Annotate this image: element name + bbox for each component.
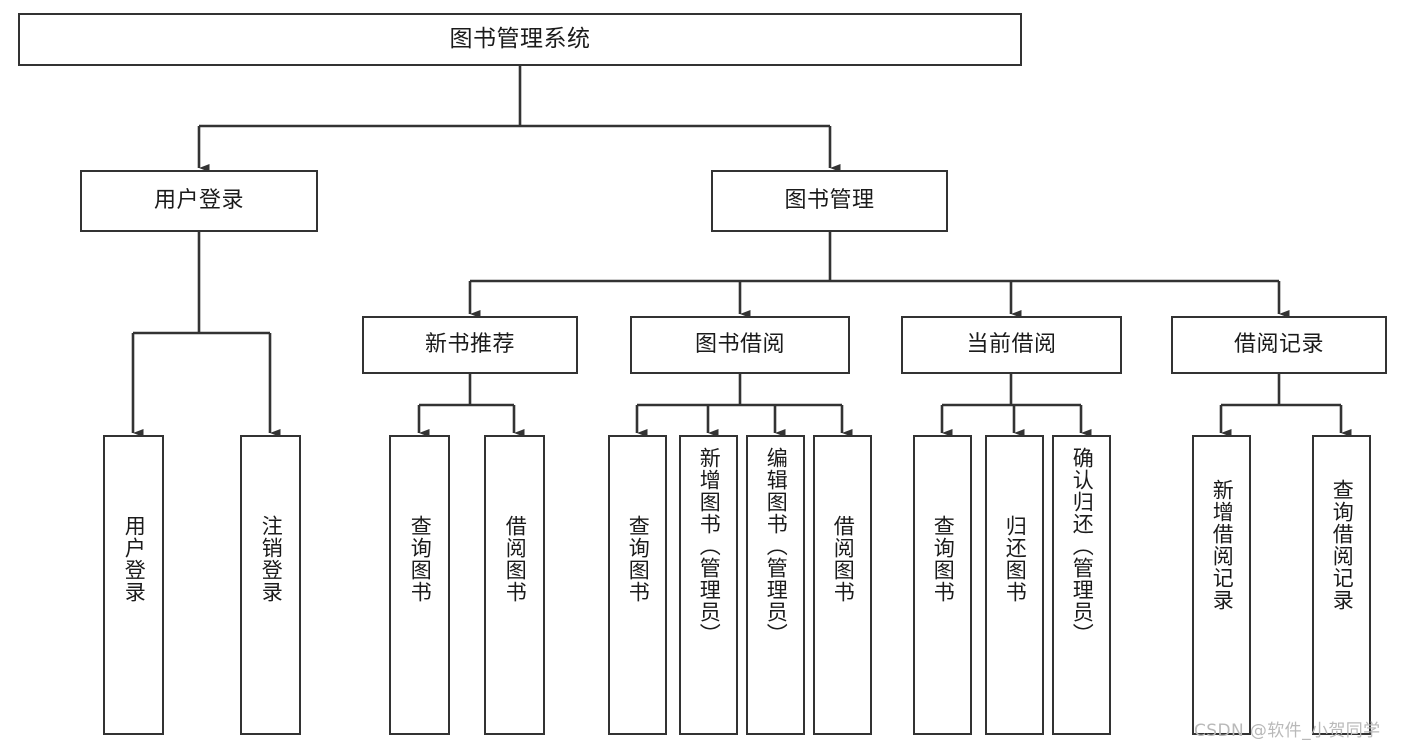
node-leaf-add-book-label: 新增图书（管理员） (697, 447, 722, 645)
node-leaf-query-book-current[interactable]: 查询图书 (913, 435, 972, 735)
node-leaf-borrow-book[interactable]: 借阅图书 (813, 435, 872, 735)
node-leaf-query-book-current-label: 查询图书 (931, 515, 956, 603)
node-new-book-recommend-label: 新书推荐 (424, 331, 515, 357)
node-leaf-borrow-book-label: 借阅图书 (831, 515, 856, 603)
node-leaf-user-login-label: 用户登录 (122, 515, 147, 603)
node-leaf-add-book[interactable]: 新增图书（管理员） (679, 435, 738, 735)
node-leaf-return-book-label: 归还图书 (1003, 515, 1028, 603)
node-leaf-confirm-return[interactable]: 确认归还（管理员） (1052, 435, 1111, 735)
csdn-watermark: CSDN @软件_小贺同学 (1194, 721, 1381, 741)
node-borrow-record-label: 借阅记录 (1233, 331, 1324, 357)
node-leaf-edit-book-label: 编辑图书（管理员） (764, 447, 789, 645)
node-root-label: 图书管理系统 (449, 25, 591, 52)
node-borrow-record[interactable]: 借阅记录 (1171, 316, 1387, 374)
node-book-borrow-label: 图书借阅 (694, 331, 785, 357)
node-leaf-borrow-book-recommend-label: 借阅图书 (503, 515, 528, 603)
node-leaf-return-book[interactable]: 归还图书 (985, 435, 1044, 735)
node-leaf-add-borrow-record[interactable]: 新增借阅记录 (1192, 435, 1251, 735)
node-leaf-confirm-return-label: 确认归还（管理员） (1070, 447, 1095, 645)
node-new-book-recommend[interactable]: 新书推荐 (362, 316, 578, 374)
node-leaf-query-book-borrow-label: 查询图书 (626, 515, 651, 603)
node-current-borrow-label: 当前借阅 (966, 331, 1057, 357)
node-leaf-logout[interactable]: 注销登录 (240, 435, 301, 735)
node-book-manage-label: 图书管理 (784, 187, 875, 213)
node-book-manage[interactable]: 图书管理 (711, 170, 948, 232)
node-leaf-query-book-borrow[interactable]: 查询图书 (608, 435, 667, 735)
node-user-login-label: 用户登录 (153, 187, 244, 213)
node-leaf-edit-book[interactable]: 编辑图书（管理员） (746, 435, 805, 735)
node-book-borrow[interactable]: 图书借阅 (630, 316, 850, 374)
node-leaf-query-borrow-record-label: 查询借阅记录 (1330, 479, 1355, 611)
node-leaf-logout-label: 注销登录 (259, 515, 284, 603)
node-leaf-query-book-recommend[interactable]: 查询图书 (389, 435, 450, 735)
node-root[interactable]: 图书管理系统 (18, 13, 1022, 66)
node-leaf-add-borrow-record-label: 新增借阅记录 (1210, 479, 1235, 611)
node-leaf-borrow-book-recommend[interactable]: 借阅图书 (484, 435, 545, 735)
node-current-borrow[interactable]: 当前借阅 (901, 316, 1122, 374)
node-leaf-query-book-recommend-label: 查询图书 (408, 515, 433, 603)
node-leaf-user-login[interactable]: 用户登录 (103, 435, 164, 735)
node-user-login[interactable]: 用户登录 (80, 170, 318, 232)
node-leaf-query-borrow-record[interactable]: 查询借阅记录 (1312, 435, 1371, 735)
